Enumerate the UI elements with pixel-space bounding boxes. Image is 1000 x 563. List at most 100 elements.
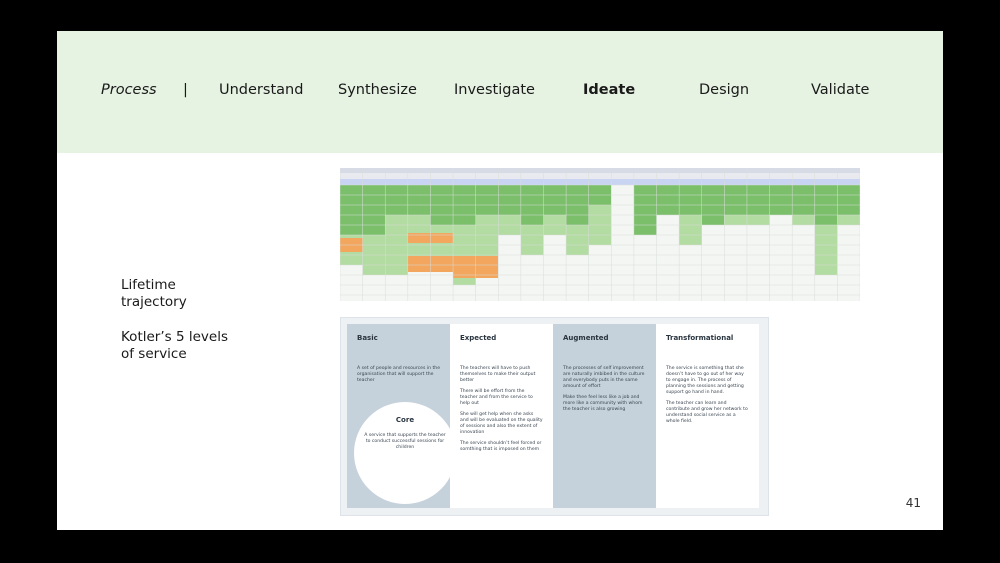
sheet-cell: [656, 195, 680, 205]
sheet-cell: [656, 205, 680, 215]
nav-step-validate: Validate: [811, 82, 870, 98]
sheet-cell: [430, 185, 454, 195]
sheet-cell: [701, 195, 725, 205]
sheet-cell: [724, 205, 747, 215]
sheet-cell: [453, 185, 476, 195]
sheet-cell: [407, 245, 431, 255]
sheet-cell: [633, 185, 657, 195]
sheet-cell: [746, 185, 770, 195]
sheet-cell: [520, 215, 544, 225]
sheet-cell: [566, 245, 589, 255]
sheet-cell: [520, 185, 544, 195]
sheet-cell: [498, 225, 521, 235]
nav-step-design: Design: [699, 82, 750, 98]
sheet-cell: [520, 225, 544, 235]
level-paragraph: There will be effort from the teacher an…: [460, 389, 533, 406]
sheet-cell: [340, 195, 363, 205]
sheet-cell: [453, 235, 476, 245]
kotler-levels-diagram: Basic A set of people and resources in t…: [340, 317, 769, 516]
sheet-cell: [340, 225, 363, 235]
sheet-cell: [385, 265, 408, 275]
sheet-cell: [566, 185, 589, 195]
sheet-header-row: [340, 168, 860, 173]
sheet-cell: [407, 205, 431, 215]
level-paragraph: The teachers will have to push themselve…: [460, 366, 536, 383]
sheet-cell: [769, 195, 793, 205]
process-header: Process | Understand Synthesize Investig…: [57, 31, 943, 153]
sheet-cell: [407, 185, 431, 195]
sheet-cell: [362, 205, 386, 215]
sheet-cell: [543, 195, 567, 205]
sheet-cell: [362, 215, 386, 225]
nav-step-synthesize: Synthesize: [338, 82, 417, 98]
sheet-cell: [588, 185, 612, 195]
sheet-cell: [792, 215, 815, 225]
sheet-cell: [633, 195, 657, 205]
level-title-basic: Basic: [357, 334, 378, 342]
sheet-cell: [475, 215, 499, 225]
sheet-cell: [453, 215, 476, 225]
sheet-cell: [724, 195, 747, 205]
sheet-cell: [430, 195, 454, 205]
sheet-cell: [792, 195, 815, 205]
sheet-cell: [340, 205, 363, 215]
sheet-cell: [746, 195, 770, 205]
sheet-cell: [475, 235, 499, 245]
level-text-transformational: The service is something that she doesn’…: [666, 366, 749, 425]
sheet-cell: [453, 205, 476, 215]
sheet-cell: [453, 275, 476, 285]
sheet-cell: [566, 215, 589, 225]
sheet-cell: [520, 205, 544, 215]
sheet-cell: [362, 225, 386, 235]
kotler-line-1: Kotler’s 5 levels: [121, 329, 228, 345]
sheet-cell: [475, 205, 499, 215]
sheet-cell: [385, 225, 408, 235]
sheet-cell: [588, 235, 612, 245]
sheet-cell: [453, 245, 476, 255]
sheet-cell: [340, 255, 363, 265]
sheet-cell: [679, 195, 702, 205]
level-paragraph: The teacher can learn and contribute and…: [666, 401, 748, 424]
sheet-cell: [430, 225, 454, 235]
sheet-cell: [814, 255, 838, 265]
sheet-cell: [407, 225, 431, 235]
sheet-cell: [633, 225, 657, 235]
sheet-cell: [385, 205, 408, 215]
sheet-cell: [385, 195, 408, 205]
lifetime-trajectory-label: Lifetime trajectory: [121, 277, 261, 311]
level-text-basic: A set of people and resources in the org…: [357, 366, 440, 384]
sheet-cell: [498, 215, 521, 225]
level-title-expected: Expected: [460, 334, 497, 342]
sheet-cell: [430, 205, 454, 215]
lifetime-line-1: Lifetime: [121, 277, 176, 293]
sheet-cell: [498, 185, 521, 195]
sheet-cell: [362, 195, 386, 205]
kotler-line-2: of service: [121, 346, 187, 362]
sheet-cell: [362, 185, 386, 195]
sheet-cell: [656, 185, 680, 195]
sheet-cell: [769, 205, 793, 215]
level-column-transformational: Transformational The service is somethin…: [656, 324, 759, 508]
sheet-cell: [453, 195, 476, 205]
sheet-cell: [385, 215, 408, 225]
sheet-cell: [701, 215, 725, 225]
sheet-cell: [724, 185, 747, 195]
sheet-cell: [814, 225, 838, 235]
sheet-cell: [701, 185, 725, 195]
sheet-cell: [520, 245, 544, 255]
level-paragraph: She will get help when she asks and will…: [460, 412, 543, 435]
level-paragraph: Make th​ee​ feel less like a job and mor…: [563, 395, 643, 412]
sheet-cell: [588, 195, 612, 205]
sheet-cell: [520, 195, 544, 205]
nav-separator: |: [183, 82, 188, 98]
sheet-cell: [814, 235, 838, 245]
sheet-cell: [362, 245, 386, 255]
sheet-header-row: [340, 173, 860, 179]
sheet-cell: [498, 195, 521, 205]
level-column-augmented: Augmented The processes of self improvem…: [553, 324, 656, 508]
sheet-cell: [701, 205, 725, 215]
sheet-cell: [746, 215, 770, 225]
sheet-cell: [407, 195, 431, 205]
level-paragraph: A set of people and resources in the org…: [357, 366, 441, 383]
sheet-cell: [362, 265, 386, 275]
